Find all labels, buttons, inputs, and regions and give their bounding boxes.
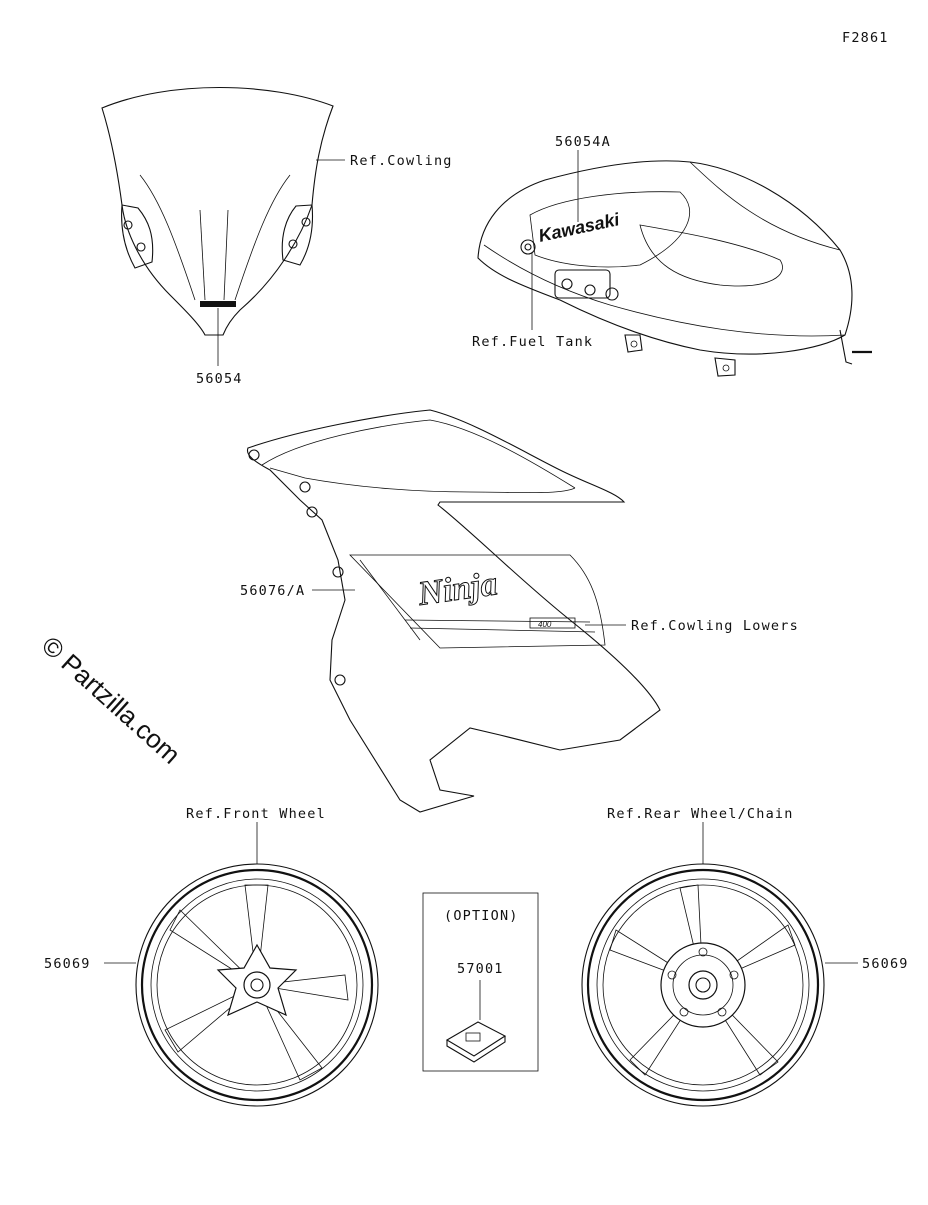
front-wheel-part-number: 56069: [44, 956, 91, 972]
cowling-ref-label: Ref.Cowling Lowers: [631, 618, 799, 634]
windshield-drawing: [101, 86, 334, 336]
rear-wheel-ref-label: Ref.Rear Wheel/Chain: [607, 806, 794, 822]
fuel-tank-ref-label: Ref.Fuel Tank: [472, 334, 593, 350]
cowling-ninja-decal: Ninja: [415, 565, 500, 613]
option-part-number: 57001: [457, 961, 504, 977]
windshield-kawasaki-decal: [200, 301, 236, 307]
windshield-part-number: 56054: [196, 371, 243, 387]
rear-wheel-drawing: [581, 863, 825, 1107]
cowling-part-number: 56076/A: [240, 583, 305, 599]
tank-kawasaki-decal: Kawasaki: [537, 209, 622, 246]
option-bracket-drawing: [445, 1021, 507, 1063]
fuel-tank-part-number: 56054A: [555, 134, 611, 150]
front-wheel-ref-label: Ref.Front Wheel: [186, 806, 326, 822]
option-box-title: (OPTION): [444, 908, 519, 924]
front-wheel-drawing: [135, 863, 379, 1107]
cowling-badge-decal: 400: [538, 620, 552, 629]
watermark-text: © Partzilla.com: [36, 630, 186, 770]
rear-wheel-part-number: 56069: [862, 956, 909, 972]
cowling-drawing: Ninja 400: [246, 409, 661, 813]
windshield-ref-label: Ref.Cowling: [350, 153, 453, 169]
figure-code: F2861: [842, 30, 889, 46]
option-box: [422, 892, 539, 1072]
